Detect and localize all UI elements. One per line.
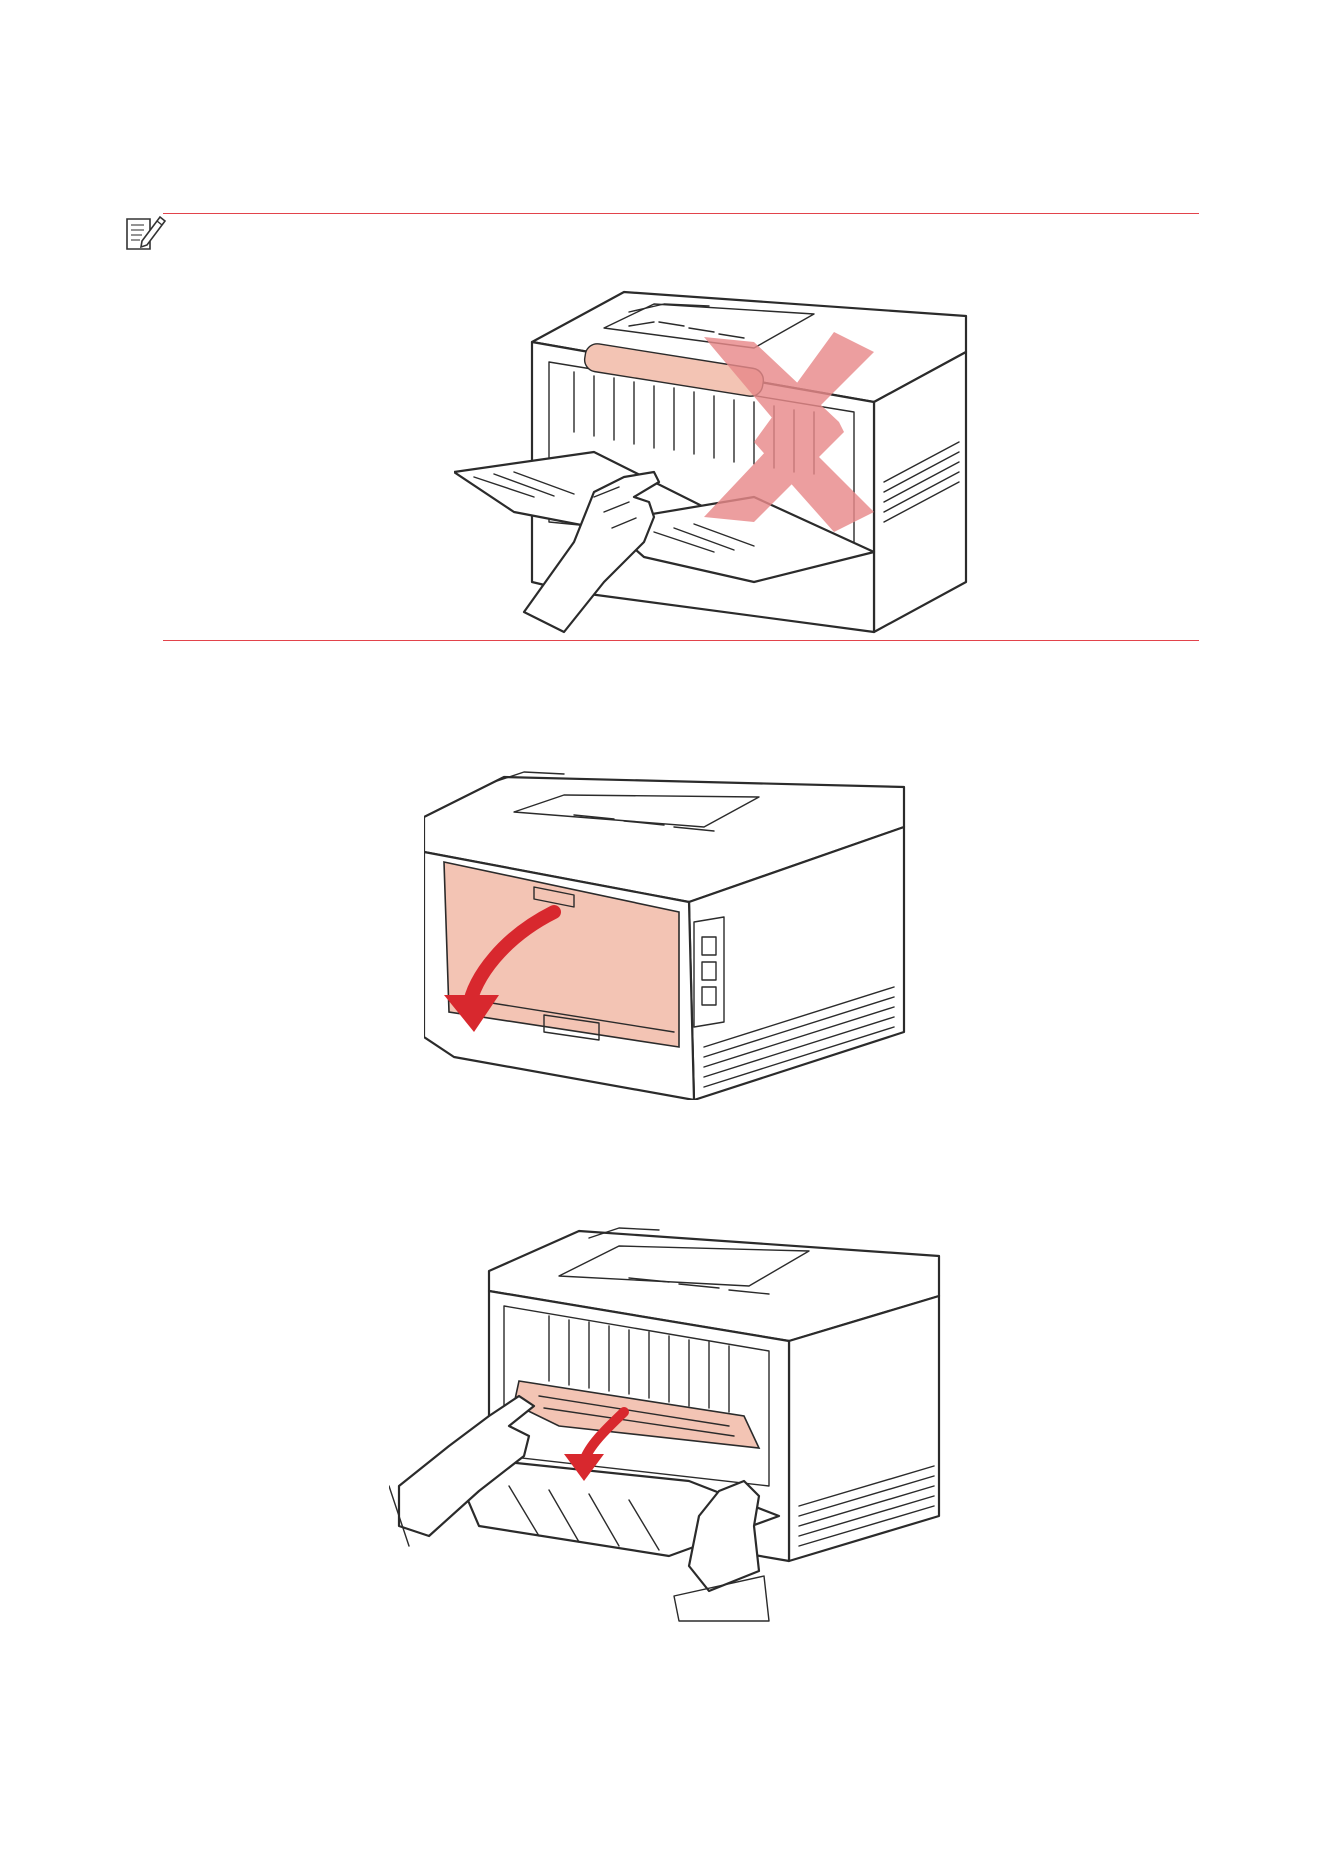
- figure-fuser-do-not-touch: [454, 282, 974, 640]
- note-bottom-rule: [163, 640, 1199, 641]
- note-top-rule: [163, 213, 1199, 214]
- note-pencil-icon: [124, 213, 168, 253]
- figure-open-rear-cover: [424, 757, 910, 1100]
- figure-remove-duplex-unit: [389, 1216, 945, 1622]
